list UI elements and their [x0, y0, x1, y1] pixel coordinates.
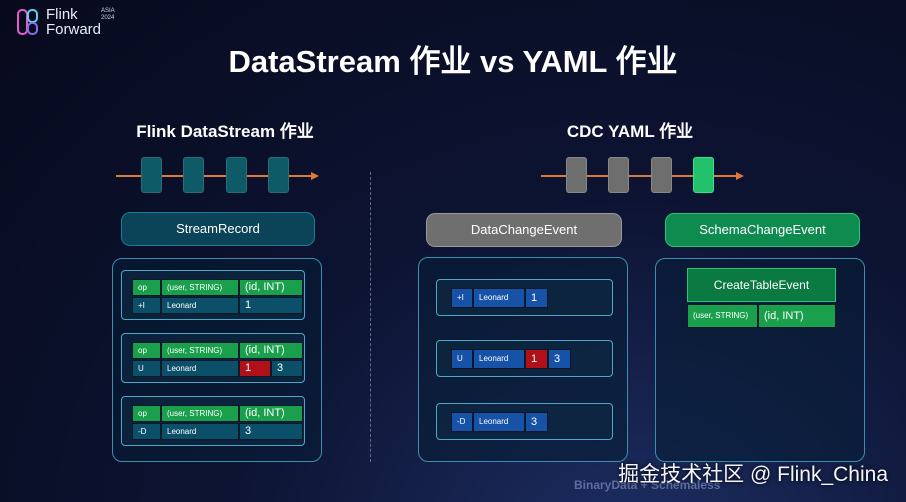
data-change-event-label: DataChangeEvent: [426, 213, 622, 247]
user-value: Leonard: [161, 423, 239, 440]
create-table-event-title: CreateTableEvent: [687, 268, 836, 302]
id-header: (id, INT): [239, 279, 303, 296]
user-value: Leonard: [473, 349, 525, 369]
user-header: (user, STRING): [161, 405, 239, 422]
binary-data-caption: BinaryData + Schemaless: [574, 478, 721, 492]
new-id-value: 3: [271, 360, 303, 377]
op-value: -D: [451, 412, 473, 432]
stream-record-panel: op (user, STRING) (id, INT) +I Leonard 1…: [112, 258, 322, 462]
logo-asia: ASIA: [101, 8, 115, 14]
id-header: (id, INT): [239, 342, 303, 359]
right-heading: CDC YAML 作业: [566, 122, 694, 141]
data-change-box: [608, 157, 629, 193]
stream-record-label: StreamRecord: [121, 212, 315, 246]
op-value: +I: [132, 297, 161, 314]
old-id-value: 1: [239, 360, 271, 377]
data-change-panel: +I Leonard 1 U Leonard 1 3 -D Leonard 3: [418, 257, 628, 462]
user-header: (user, STRING): [161, 279, 239, 296]
stream-record-box: [183, 157, 204, 193]
user-value: Leonard: [473, 288, 525, 308]
logo-sub: ASIA 2024: [101, 8, 115, 22]
slide-title: DataStream 作业 vs YAML 作业: [228, 44, 678, 79]
data-change-card: U Leonard 1 3: [436, 340, 613, 377]
data-change-card: +I Leonard 1: [436, 279, 613, 316]
center-divider: [370, 172, 371, 462]
op-value: U: [132, 360, 161, 377]
logo-line1: Flink: [46, 6, 78, 23]
user-column: (user, STRING): [687, 304, 758, 328]
logo-year: 2024: [101, 15, 115, 21]
id-value: 1: [525, 288, 548, 308]
schema-change-box: [693, 157, 714, 193]
id-value: 3: [239, 423, 303, 440]
data-change-card: -D Leonard 3: [436, 403, 613, 440]
user-value: Leonard: [161, 297, 239, 314]
stream-record-card: op (user, STRING) (id, INT) -D Leonard 3: [121, 396, 305, 446]
data-change-box: [566, 157, 587, 193]
op-value: -D: [132, 423, 161, 440]
user-header: (user, STRING): [161, 342, 239, 359]
stream-record-box: [268, 157, 289, 193]
schema-change-panel: CreateTableEvent (user, STRING) (id, INT…: [655, 258, 865, 462]
new-id-value: 3: [548, 349, 571, 369]
id-header: (id, INT): [239, 405, 303, 422]
logo-line2: Forward: [46, 21, 102, 38]
op-header: op: [132, 342, 161, 359]
stream-record-box: [141, 157, 162, 193]
op-header: op: [132, 279, 161, 296]
left-heading: Flink DataStream 作业: [136, 122, 314, 141]
id-column: (id, INT): [758, 304, 836, 328]
flink-logo-icon: [17, 9, 38, 35]
user-value: Leonard: [161, 360, 239, 377]
id-value: 3: [525, 412, 548, 432]
logo-text: Flink Forward: [46, 7, 101, 37]
stream-record-box: [226, 157, 247, 193]
stream-record-card: op (user, STRING) (id, INT) +I Leonard 1: [121, 270, 305, 320]
user-value: Leonard: [473, 412, 525, 432]
right-stream-line: [541, 175, 737, 177]
stream-record-card: op (user, STRING) (id, INT) U Leonard 1 …: [121, 333, 305, 383]
left-stream-line: [116, 175, 312, 177]
op-value: U: [451, 349, 473, 369]
flink-forward-logo: Flink Forward ASIA 2024: [16, 5, 126, 39]
data-change-box: [651, 157, 672, 193]
left-stream-arrow: [311, 172, 319, 180]
op-header: op: [132, 405, 161, 422]
old-id-value: 1: [525, 349, 548, 369]
op-value: +I: [451, 288, 473, 308]
right-stream-arrow: [736, 172, 744, 180]
schema-change-event-label: SchemaChangeEvent: [665, 213, 860, 247]
id-value: 1: [239, 297, 303, 314]
watermark: 掘金技术社区 @ Flink_China: [618, 463, 888, 486]
